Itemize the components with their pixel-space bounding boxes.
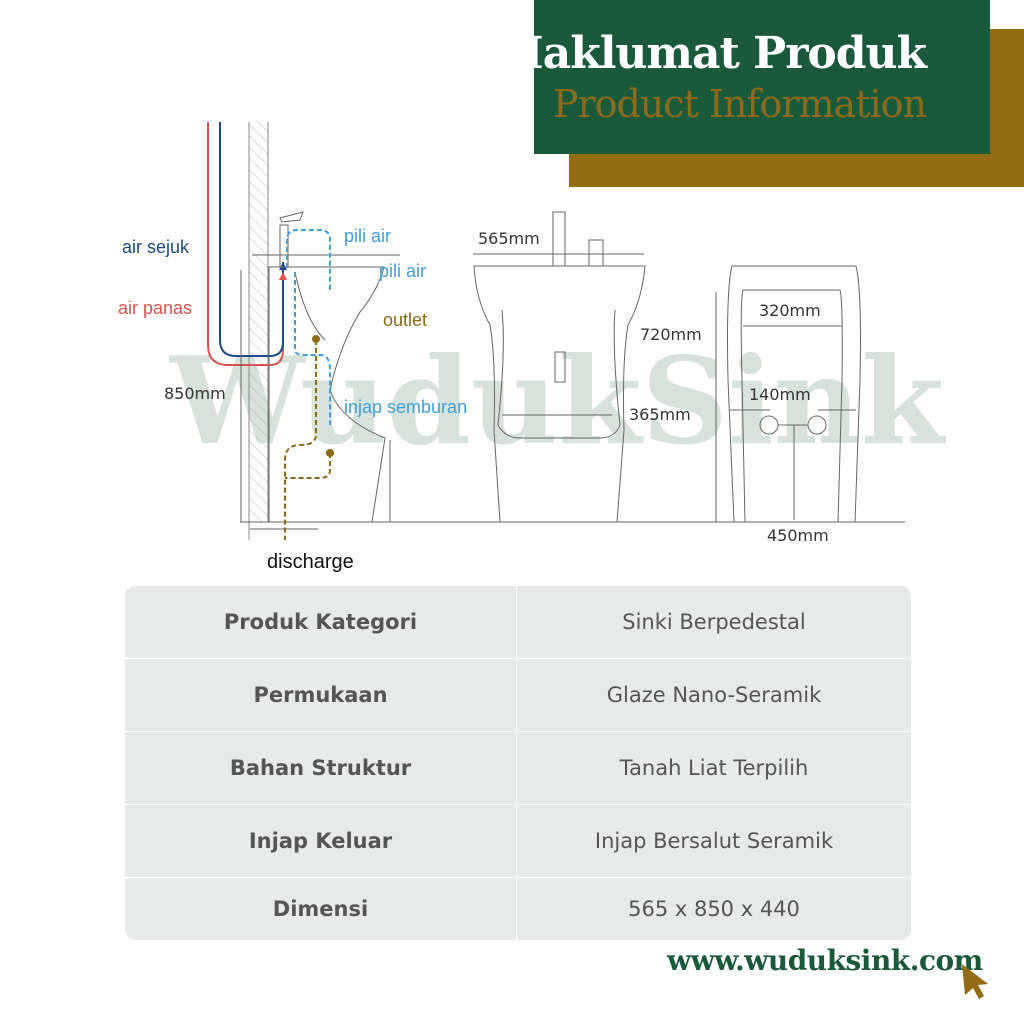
label-outlet: outlet	[383, 310, 427, 330]
page-title: Maklumat Produk	[495, 28, 927, 79]
faucet-flow	[286, 229, 331, 290]
website-link[interactable]: www.wuduksink.com	[667, 944, 983, 977]
dim-720: 720mm	[640, 325, 702, 344]
spec-label: Permukaan	[125, 658, 517, 732]
dim-140: 140mm	[749, 385, 811, 404]
spec-label: Injap Keluar	[125, 804, 517, 878]
overflow-flow	[294, 272, 331, 425]
sink-diagram: WudukSink air sejuk a	[118, 122, 947, 573]
cold-pipe	[219, 122, 284, 357]
dim-450: 450mm	[767, 526, 829, 545]
spec-label: Produk Kategori	[125, 586, 517, 659]
label-pili-air: pili air	[344, 226, 391, 246]
drain-flow	[284, 340, 317, 540]
front-view-sink	[473, 211, 717, 523]
label-discharge: discharge	[267, 551, 354, 573]
dim-565: 565mm	[478, 229, 540, 248]
label-air-sejuk: air sejuk	[122, 237, 190, 257]
back-view-sink	[727, 265, 861, 523]
hot-pipe	[207, 122, 284, 366]
label-air-panas: air panas	[118, 298, 192, 318]
dim-320: 320mm	[759, 301, 821, 320]
spec-value: Injap Bersalut Seramik	[516, 804, 911, 878]
spec-label: Dimensi	[125, 877, 517, 940]
spec-value: Tanah Liat Terpilih	[516, 731, 911, 805]
spec-value: Glaze Nano-Seramik	[516, 658, 911, 732]
dim-365: 365mm	[629, 405, 691, 424]
label-pili-air-2: pili air	[379, 261, 426, 281]
spec-value: Sinki Berpedestal	[516, 586, 911, 659]
dim-850: 850mm	[164, 384, 226, 403]
cursor-icon	[962, 964, 988, 999]
table-row: Dimensi 565 x 850 x 440	[125, 877, 911, 940]
label-injap-semburan: injap semburan	[344, 397, 467, 417]
page-subtitle: Product Information	[552, 82, 927, 126]
wall	[248, 122, 269, 540]
spec-label: Bahan Struktur	[125, 731, 517, 805]
spec-value: 565 x 850 x 440	[628, 897, 800, 921]
header-block: Maklumat Produk Product Information	[495, 0, 990, 154]
